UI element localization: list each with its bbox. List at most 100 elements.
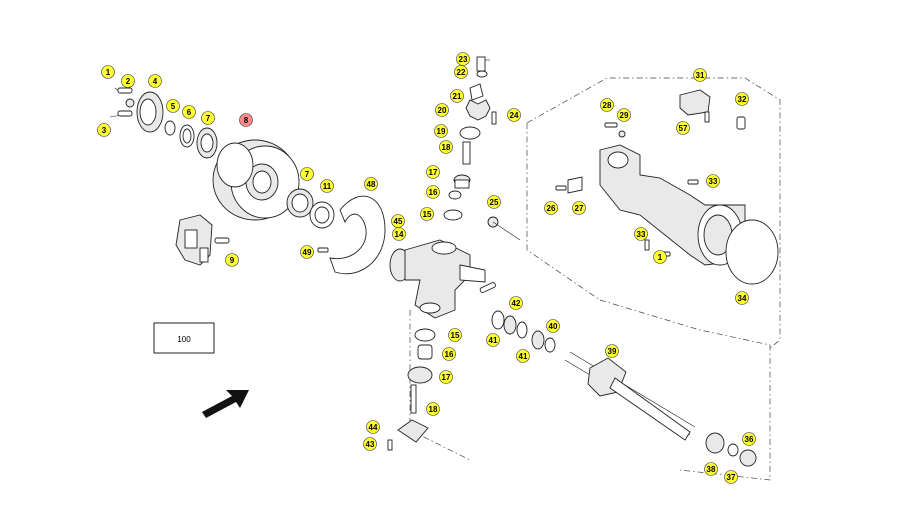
- callout-c24[interactable]: 24: [507, 108, 521, 122]
- callout-c22[interactable]: 22: [454, 65, 468, 79]
- callout-c1b[interactable]: 1: [653, 250, 667, 264]
- callout-c4[interactable]: 4: [148, 74, 162, 88]
- callout-number: 26: [547, 204, 556, 213]
- callout-number: 16: [429, 188, 438, 197]
- bearing-seal: [286, 188, 335, 229]
- callout-badge: [617, 108, 631, 122]
- callout-c7a[interactable]: 7: [201, 111, 215, 125]
- callout-c44[interactable]: 44: [366, 420, 380, 434]
- group-label: 100: [177, 335, 191, 344]
- callout-badge: [426, 402, 440, 416]
- axle-shaft: [491, 310, 757, 467]
- callout-number: 43: [366, 440, 375, 449]
- callout-badge: [456, 52, 470, 66]
- callout-c31[interactable]: 31: [693, 68, 707, 82]
- callout-c41b[interactable]: 41: [516, 349, 530, 363]
- callout-c27[interactable]: 27: [572, 201, 586, 215]
- callout-badge: [450, 89, 464, 103]
- callout-number: 48: [367, 180, 376, 189]
- callout-number: 42: [512, 299, 521, 308]
- upper-kingpin-stack: [443, 56, 497, 221]
- callout-badge: [201, 111, 215, 125]
- callout-badge: [735, 92, 749, 106]
- callout-badge: [101, 65, 115, 79]
- callout-number: 37: [727, 473, 736, 482]
- callout-badge: [507, 108, 521, 122]
- callout-badge: [148, 74, 162, 88]
- callout-c40[interactable]: 40: [546, 319, 560, 333]
- callout-c48[interactable]: 48: [364, 177, 378, 191]
- callout-number: 19: [437, 127, 446, 136]
- callout-c8[interactable]: 8: [239, 113, 253, 127]
- callout-c15a[interactable]: 15: [420, 207, 434, 221]
- callout-c33b[interactable]: 33: [634, 227, 648, 241]
- callout-number: 36: [745, 435, 754, 444]
- callout-number: 18: [442, 143, 451, 152]
- callout-c39[interactable]: 39: [605, 344, 619, 358]
- callout-number: 16: [445, 350, 454, 359]
- callout-c6[interactable]: 6: [182, 105, 196, 119]
- callout-c37[interactable]: 37: [724, 470, 738, 484]
- callout-badge: [516, 349, 530, 363]
- callout-c7b[interactable]: 7: [300, 167, 314, 181]
- callout-c3[interactable]: 3: [97, 123, 111, 137]
- callout-c34[interactable]: 34: [735, 291, 749, 305]
- callout-badge: [225, 253, 239, 267]
- callout-c21[interactable]: 21: [450, 89, 464, 103]
- callout-badge: [546, 319, 560, 333]
- callout-c43[interactable]: 43: [363, 437, 377, 451]
- callout-c41a[interactable]: 41: [486, 333, 500, 347]
- callout-number: 4: [153, 77, 158, 86]
- callout-c1a[interactable]: 1: [101, 65, 115, 79]
- callout-badge: [706, 174, 720, 188]
- callout-c2[interactable]: 2: [121, 74, 135, 88]
- callout-c36[interactable]: 36: [742, 432, 756, 446]
- callout-c16a[interactable]: 16: [426, 185, 440, 199]
- callout-c17b[interactable]: 17: [439, 370, 453, 384]
- callout-c57[interactable]: 57: [676, 121, 690, 135]
- callout-c11[interactable]: 11: [320, 179, 334, 193]
- callout-c18a[interactable]: 18: [439, 140, 453, 154]
- callout-badge: [420, 207, 434, 221]
- callout-c33a[interactable]: 33: [706, 174, 720, 188]
- callout-c49[interactable]: 49: [300, 245, 314, 259]
- dust-shield: [329, 195, 386, 275]
- callout-badge: [300, 245, 314, 259]
- callout-badge: [435, 103, 449, 117]
- steering-knuckle: [389, 239, 486, 319]
- callout-badge: [121, 74, 135, 88]
- callout-c32[interactable]: 32: [735, 92, 749, 106]
- callout-c19[interactable]: 19: [434, 124, 448, 138]
- callout-number: 40: [549, 322, 558, 331]
- callout-badge: [426, 165, 440, 179]
- callout-c23[interactable]: 23: [456, 52, 470, 66]
- callout-c15b[interactable]: 15: [448, 328, 462, 342]
- callout-number: 49: [303, 248, 312, 257]
- callout-c29[interactable]: 29: [617, 108, 631, 122]
- callout-c45[interactable]: 45: [391, 214, 405, 228]
- callout-c28[interactable]: 28: [600, 98, 614, 112]
- callout-number: 14: [395, 230, 404, 239]
- callout-c25[interactable]: 25: [487, 195, 501, 209]
- callout-c17a[interactable]: 17: [426, 165, 440, 179]
- callout-c26[interactable]: 26: [544, 201, 558, 215]
- callout-badge: [724, 470, 738, 484]
- tie-rod-end: [479, 216, 521, 293]
- callout-badge: [442, 347, 456, 361]
- callout-c38[interactable]: 38: [704, 462, 718, 476]
- callout-c9[interactable]: 9: [225, 253, 239, 267]
- callout-c20[interactable]: 20: [435, 103, 449, 117]
- callout-number: 17: [442, 373, 451, 382]
- callout-badge: [439, 370, 453, 384]
- callout-c42[interactable]: 42: [509, 296, 523, 310]
- group-reference[interactable]: 100: [153, 322, 215, 354]
- callout-badge: [605, 344, 619, 358]
- callout-c18b[interactable]: 18: [426, 402, 440, 416]
- callout-c16b[interactable]: 16: [442, 347, 456, 361]
- callout-badge: [239, 113, 253, 127]
- callout-c5[interactable]: 5: [166, 99, 180, 113]
- callout-badge: [392, 227, 406, 241]
- callout-c14[interactable]: 14: [392, 227, 406, 241]
